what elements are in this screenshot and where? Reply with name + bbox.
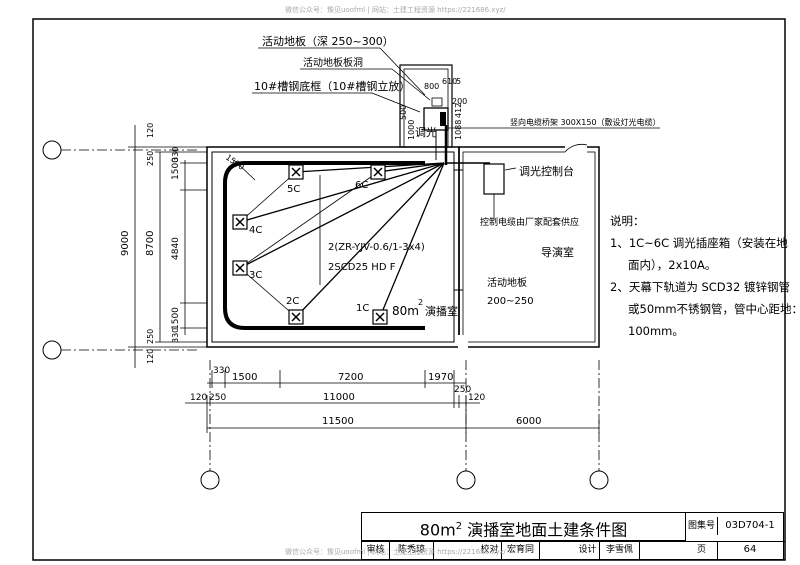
note-line-4: 或50mm不锈钢管，管中心距地： [628, 302, 800, 316]
reviewer-name: 陈秀琼 [390, 541, 434, 559]
svg-text:250: 250 [209, 393, 226, 403]
dimmer-box-label: 调光 [415, 125, 437, 139]
atlas-label: 图集号 [686, 517, 718, 535]
note-line-1: 1、1C~6C 调光插座箱（安装在地 [610, 236, 788, 250]
review-label: 审核 [362, 541, 390, 559]
studio-area-sup: 2 [418, 298, 423, 307]
checker-name: 宏育同 [502, 541, 540, 559]
floor-hole-label: 活动地板板洞 [303, 56, 363, 69]
svg-text:1970: 1970 [428, 372, 453, 383]
studio-name: 演播室 [425, 304, 458, 318]
watermark-bottom: 微信公众号：豫见uoofml | 网站：土建工程资源 https://22168… [285, 548, 506, 556]
socket-label-2c: 2C [286, 296, 299, 307]
axis-bubble-bottom [42, 340, 62, 360]
svg-text:200: 200 [452, 97, 467, 106]
dim-v-9000: 9000 [120, 231, 131, 256]
svg-text:7200: 7200 [338, 372, 363, 383]
svg-text:1500: 1500 [171, 157, 181, 180]
svg-text:1088: 1088 [454, 120, 463, 140]
svg-text:6000: 6000 [516, 416, 541, 427]
svg-text:412: 412 [454, 103, 463, 118]
active-floor-depth: 200~250 [487, 296, 534, 307]
active-floor-label: 活动地板 [487, 276, 527, 289]
cyclorama-rail [223, 161, 425, 330]
dim-v-8700: 8700 [145, 231, 156, 256]
svg-text:250: 250 [146, 329, 155, 344]
note-line-5: 100mm。 [628, 324, 684, 338]
vertical-tray-label: 竖向电缆桥架 300X150（敷设灯光电缆） [510, 117, 661, 127]
drawing-frame [32, 18, 786, 561]
studio-area: 80m [392, 304, 419, 318]
page-number: 64 [743, 544, 757, 555]
cable-spec-2: 2SCD25 HD F [328, 262, 396, 273]
svg-text:1500: 1500 [171, 307, 181, 330]
svg-text:120: 120 [468, 393, 485, 403]
watermark-top: 微信公众号：豫见uoofml | 网站：土建工程资源 https://22168… [285, 6, 506, 14]
svg-text:500: 500 [399, 105, 408, 120]
axis-bubble-1 [200, 470, 220, 490]
atlas-number: 03D704-1 [725, 520, 775, 531]
design-label: 设计 [576, 541, 600, 559]
svg-text:330: 330 [171, 147, 180, 162]
svg-text:250: 250 [454, 385, 471, 395]
svg-text:800: 800 [424, 82, 439, 91]
floor-depth-label: 活动地板（深 250~300） [262, 34, 394, 48]
socket-label-4c: 4C [249, 225, 262, 236]
svg-text:330: 330 [171, 328, 180, 343]
svg-text:1000: 1000 [407, 120, 416, 140]
axis-bubble-top [42, 140, 62, 160]
note-line-3: 2、天幕下轨道为 SCD32 镀锌钢管 [610, 280, 790, 294]
notes-block: 说明： 1、1C~6C 调光插座箱（安装在地 面内），2x10A。 2、天幕下轨… [610, 210, 800, 342]
director-room-label: 导演室 [541, 245, 574, 259]
socket-label-6c: 6C [355, 180, 368, 191]
page-label: 页 [686, 541, 718, 559]
designer-name: 李雪佩 [600, 541, 640, 559]
socket-label-5c: 5C [287, 184, 300, 195]
socket-label-1c: 1C [356, 303, 369, 314]
drawing-title: 80m2 演播室地面土建条件图 [362, 513, 686, 541]
director-room-wall [458, 146, 600, 348]
channel-base-label: 10#槽钢底框（10#槽钢立放） [254, 79, 410, 93]
dimmer-cabinet-label: 调光控制台 [519, 164, 574, 178]
svg-text:4840: 4840 [171, 237, 181, 260]
svg-text:120: 120 [190, 393, 207, 403]
socket-label-3c: 3C [249, 270, 262, 281]
svg-text:11500: 11500 [322, 416, 354, 427]
check-label: 校对 [478, 541, 502, 559]
dimmer-cabinet [483, 163, 505, 195]
axis-bubble-3 [589, 470, 609, 490]
title-block: 80m2 演播室地面土建条件图 图集号 03D704-1 审核 陈秀琼 校对 宏… [361, 512, 785, 560]
svg-text:11000: 11000 [323, 392, 355, 403]
socket-boxes [232, 164, 388, 325]
cable-spec-1: 2(ZR-YJV-0.6/1-3x4) [328, 242, 425, 253]
studio-wall-inner [211, 151, 455, 343]
svg-text:1500: 1500 [232, 372, 257, 383]
svg-text:5: 5 [456, 77, 461, 86]
svg-text:610: 610 [442, 77, 457, 86]
svg-text:120: 120 [146, 123, 155, 138]
cable-runs [239, 162, 445, 318]
cable-supply-label: 控制电缆由厂家配套供应 [480, 216, 579, 228]
notes-title: 说明： [610, 214, 645, 228]
svg-text:120: 120 [146, 349, 155, 364]
svg-text:330: 330 [213, 366, 230, 376]
note-line-2: 面内），2x10A。 [628, 258, 717, 272]
axis-bubble-2 [456, 470, 476, 490]
svg-text:250: 250 [146, 151, 155, 166]
